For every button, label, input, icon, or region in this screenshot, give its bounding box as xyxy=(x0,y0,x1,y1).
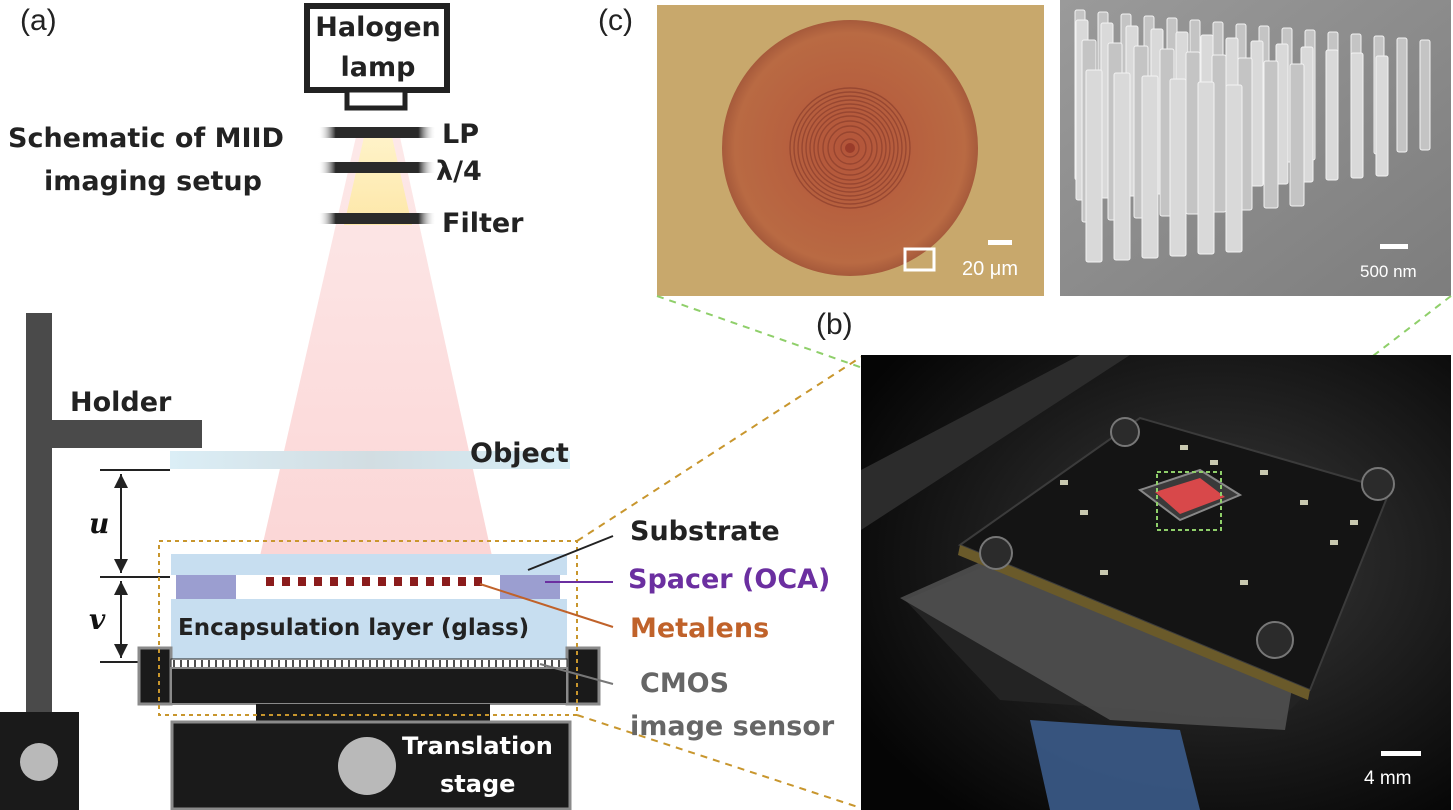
stage-label-line1: Translation xyxy=(402,732,553,760)
holder-arm xyxy=(26,420,202,448)
stage-knob xyxy=(338,737,396,795)
metalens-label: Metalens xyxy=(630,613,770,644)
zoom-box-green xyxy=(1156,471,1222,531)
spacer-left xyxy=(176,575,236,599)
object-label: Object xyxy=(470,438,569,469)
nanopillar xyxy=(1325,49,1339,181)
nanopillar xyxy=(1085,69,1103,263)
scale-bar-photo xyxy=(1381,751,1421,756)
lamp-socket xyxy=(344,87,408,111)
v-label: v xyxy=(89,603,106,636)
object-slide xyxy=(170,451,570,469)
panel-label-b: (b) xyxy=(816,308,853,341)
nanopillar xyxy=(1169,78,1187,257)
filter-label: Filter xyxy=(442,208,524,239)
nanopillar xyxy=(1141,75,1159,259)
glass-mount xyxy=(900,520,1300,730)
lp-polarizer xyxy=(318,127,436,138)
nanopillar xyxy=(1225,84,1243,253)
setup-title-line1: Schematic of MIID xyxy=(8,123,284,154)
pcb-components xyxy=(1060,445,1358,585)
holder-label: Holder xyxy=(70,387,172,418)
cmos-leader xyxy=(539,663,614,685)
spacer-right xyxy=(500,575,560,599)
fresnel-rings xyxy=(789,87,911,209)
nanopillar xyxy=(1263,60,1279,209)
nanopillar xyxy=(1250,40,1264,187)
nanopillar xyxy=(1113,72,1131,261)
cmos-pixels xyxy=(173,660,560,667)
camera-rail xyxy=(861,355,1130,530)
halogen-lamp-box xyxy=(304,3,450,93)
holder-base-knob xyxy=(20,743,58,781)
quarter-wave-plate xyxy=(318,162,436,173)
spacer-label: Spacer (OCA) xyxy=(628,564,831,595)
substrate-leader xyxy=(527,535,614,571)
light-beam-top xyxy=(344,128,412,225)
zoom-box-orange xyxy=(158,540,578,716)
blue-cable xyxy=(1030,720,1200,810)
nanopillars xyxy=(1074,9,1431,263)
metalens-leader xyxy=(479,583,614,628)
nanopillar xyxy=(1289,63,1305,207)
u-label: u xyxy=(89,507,110,540)
nanopillar xyxy=(1419,39,1431,151)
holder-pole xyxy=(26,313,52,713)
sensor-window xyxy=(1155,478,1225,514)
metalens-array xyxy=(266,577,482,586)
sem-region-marker xyxy=(903,247,936,272)
nanopillar xyxy=(1375,55,1389,177)
nanopillar xyxy=(1197,81,1215,255)
panel-label-c: (c) xyxy=(598,4,633,37)
setup-title-line2: imaging setup xyxy=(44,166,262,197)
lamp-label-line2: lamp xyxy=(340,52,416,83)
encapsulation-label: Encapsulation layer (glass) xyxy=(178,615,530,641)
quarter-wave-label: λ/4 xyxy=(436,156,482,187)
encapsulation-glass xyxy=(171,599,567,659)
filter-plate xyxy=(318,213,436,224)
pcb-screws xyxy=(979,417,1395,659)
panel-label-a: (a) xyxy=(20,4,57,37)
light-cone xyxy=(260,128,492,556)
lp-label: LP xyxy=(442,119,479,150)
cmos-housing-left xyxy=(137,646,173,706)
scale-label-micrograph: 20 μm xyxy=(962,258,1018,280)
scale-bar-micrograph xyxy=(988,240,1012,245)
substrate-label: Substrate xyxy=(630,516,780,547)
cmos-label-line2: image sensor xyxy=(630,711,835,742)
scale-label-photo: 4 mm xyxy=(1364,768,1412,789)
scale-bar-sem xyxy=(1380,244,1408,249)
pcb-edge xyxy=(958,545,1310,700)
nanopillar xyxy=(1350,52,1364,179)
stage-label-line2: stage xyxy=(440,770,516,798)
cmos-body xyxy=(170,667,568,705)
lamp-label-line1: Halogen xyxy=(315,12,441,43)
scale-label-sem: 500 nm xyxy=(1360,262,1417,281)
nanopillar xyxy=(1396,37,1408,153)
cmos-label-line1: CMOS xyxy=(640,668,730,699)
substrate-layer xyxy=(171,554,567,575)
